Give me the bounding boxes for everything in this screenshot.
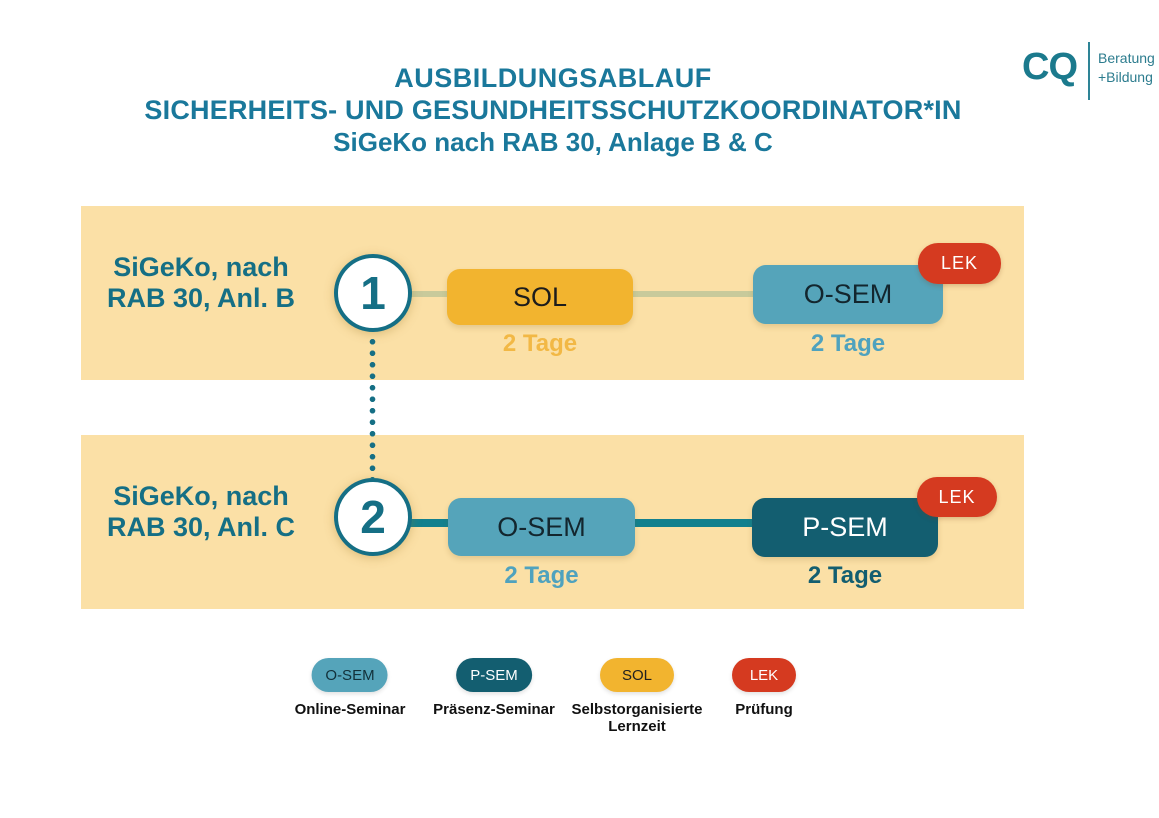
track-anlage-c: SiGeKo, nach RAB 30, Anl. C 2 O-SEM 2 Ta… [81, 435, 1024, 609]
track-anlage-b-label: SiGeKo, nach RAB 30, Anl. B [91, 252, 311, 314]
title-line-3: SiGeKo nach RAB 30, Anlage B & C [333, 127, 773, 157]
legend-item-psem: P-SEM Präsenz-Seminar [433, 658, 555, 718]
track-anlage-b: SiGeKo, nach RAB 30, Anl. B 1 SOL 2 Tage… [81, 206, 1024, 380]
cq-logo: CQ Beratung +Bildung [1018, 40, 1159, 102]
logo-caption-line1: Beratung [1098, 50, 1155, 66]
track-anlage-c-label: SiGeKo, nach RAB 30, Anl. C [91, 481, 311, 543]
legend-pill-sol: SOL [600, 658, 674, 692]
module-box-osem-track1: O-SEM [753, 265, 943, 324]
duration-label-psem: 2 Tage [807, 562, 883, 589]
track-label-line2: RAB 30, Anl. B [106, 283, 296, 313]
legend-item-lek: LEK Prüfung [732, 658, 796, 718]
logo-divider [1088, 42, 1090, 100]
legend-label-psem: Präsenz-Seminar [433, 701, 555, 718]
step-number-1: 1 [360, 267, 386, 319]
dotted-connector [369, 336, 376, 478]
page-title: AUSBILDUNGSABLAUF SICHERHEITS- UND GESUN… [0, 62, 1106, 158]
lek-badge-track1: LEK [918, 243, 1001, 284]
legend-label-lek: Prüfung [735, 701, 793, 718]
lek-badge-track2: LEK [917, 477, 997, 517]
legend-pill-lek: LEK [732, 658, 796, 692]
legend-item-sol: SOL Selbstorganisierte Lernzeit [562, 658, 712, 735]
cq-logo-mark: CQ [1022, 46, 1078, 88]
legend-item-osem: O-SEM Online-Seminar [294, 658, 406, 718]
track-label-line1: SiGeKo, nach [113, 481, 289, 511]
legend-label-osem: Online-Seminar [294, 701, 406, 718]
step-circle-1: 1 [334, 254, 412, 332]
module-box-osem-track2: O-SEM [448, 498, 635, 556]
step-number-2: 2 [360, 491, 386, 543]
module-box-psem: P-SEM [752, 498, 938, 557]
logo-caption-line2: +Bildung [1098, 69, 1153, 85]
step-circle-2: 2 [334, 478, 412, 556]
module-box-sol: SOL [447, 269, 633, 325]
duration-label-osem-track2: 2 Tage [504, 562, 579, 589]
duration-label-osem-track1: 2 Tage [810, 330, 886, 357]
logo-caption: Beratung +Bildung [1098, 49, 1155, 87]
legend-pill-psem: P-SEM [455, 658, 532, 692]
legend-pill-osem: O-SEM [311, 658, 388, 692]
track-label-line1: SiGeKo, nach [113, 252, 289, 282]
legend-label-sol: Selbstorganisierte Lernzeit [571, 701, 703, 735]
duration-label-sol: 2 Tage [502, 330, 578, 357]
track-label-line2: RAB 30, Anl. C [106, 512, 296, 542]
title-line-2: SICHERHEITS- UND GESUNDHEITSSCHUTZKOORDI… [144, 95, 962, 125]
title-line-1: AUSBILDUNGSABLAUF [394, 63, 712, 93]
